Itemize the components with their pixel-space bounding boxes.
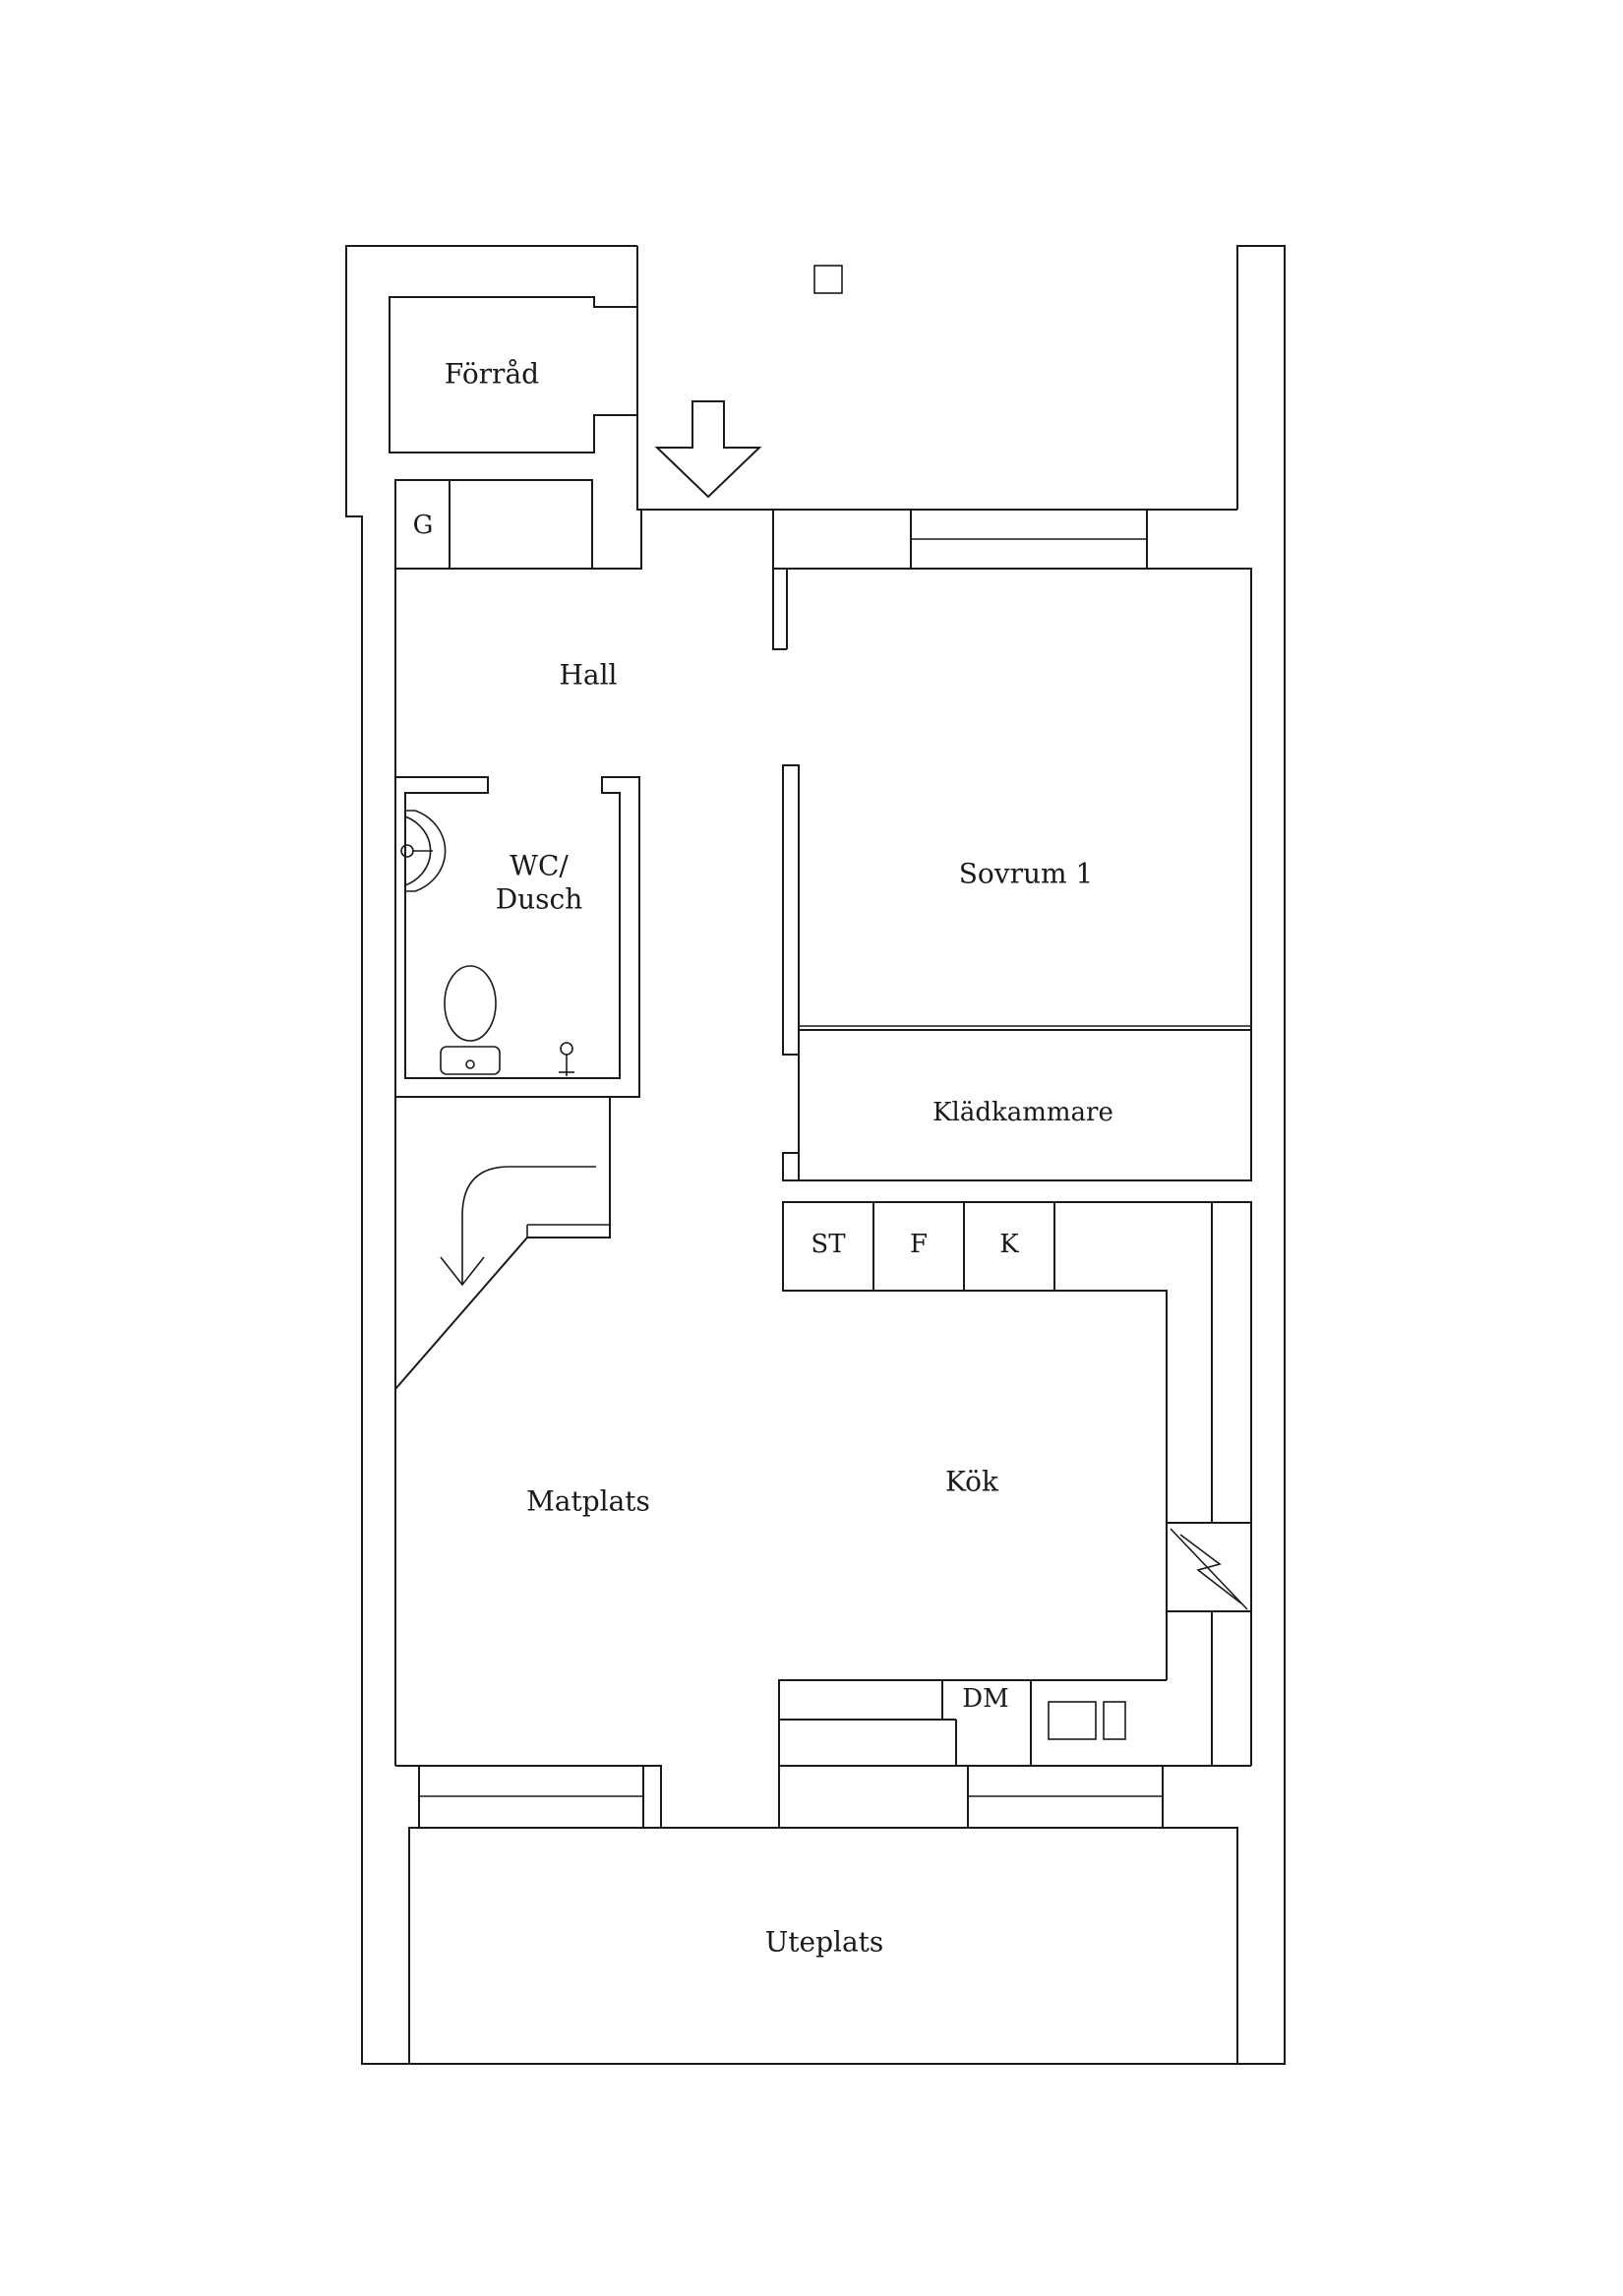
window-top: [772, 510, 1148, 570]
wc-walls: [395, 776, 640, 1098]
forrad-walls: [389, 296, 637, 453]
room-label-matplats: Matplats: [526, 1485, 650, 1518]
kitchen-bottom-counter: [778, 1679, 1251, 1822]
hall-top-wall: [592, 510, 642, 570]
closet-wardrobe: [449, 479, 593, 570]
stove-icon: [1048, 1701, 1097, 1740]
appliance-label-k: K: [999, 1230, 1019, 1259]
room-label-sovrum: Sovrum 1: [959, 858, 1094, 890]
appliance-label-f: F: [910, 1230, 928, 1259]
uteplats-area: [408, 1827, 1238, 2065]
room-label-wc: WC/: [510, 850, 569, 882]
kladkammare-lower-stub: [782, 1152, 799, 1181]
entrance-arrow-icon: [654, 400, 762, 499]
stove-knob-icon: [1103, 1701, 1126, 1740]
outer-walls: [345, 245, 1286, 2065]
room-label-g: G: [413, 511, 434, 540]
appliance-label-dm: DM: [962, 1684, 1008, 1714]
sovrum-left-wall-stub: [772, 569, 787, 650]
bottom-windows: [395, 1765, 1164, 1828]
stairs: [394, 1096, 639, 1390]
sink-icon: [400, 810, 447, 892]
chimney-square: [813, 265, 843, 294]
toilet-icon: [440, 965, 501, 1075]
kitchen-top-counter: [782, 1201, 1252, 1766]
room-label-uteplats: Uteplats: [765, 1926, 884, 1959]
outer-wall-top-right: [636, 246, 1237, 511]
room-label-kok: Kök: [945, 1466, 999, 1498]
sovrum-walls: [786, 568, 1252, 1181]
room-label-hall: Hall: [559, 659, 617, 692]
electrical-panel-icon: [1166, 1522, 1252, 1612]
stair-arrow-icon: [461, 1166, 596, 1285]
sovrum-door-wall: [782, 764, 800, 1056]
room-label-dusch: Dusch: [496, 883, 583, 916]
outer-wall-left: [345, 245, 1286, 2065]
room-label-forrad: Förråd: [445, 358, 539, 391]
appliance-label-st: ST: [811, 1230, 846, 1259]
shower-icon: [553, 1042, 580, 1079]
room-label-kladkammare: Klädkammare: [932, 1098, 1113, 1127]
